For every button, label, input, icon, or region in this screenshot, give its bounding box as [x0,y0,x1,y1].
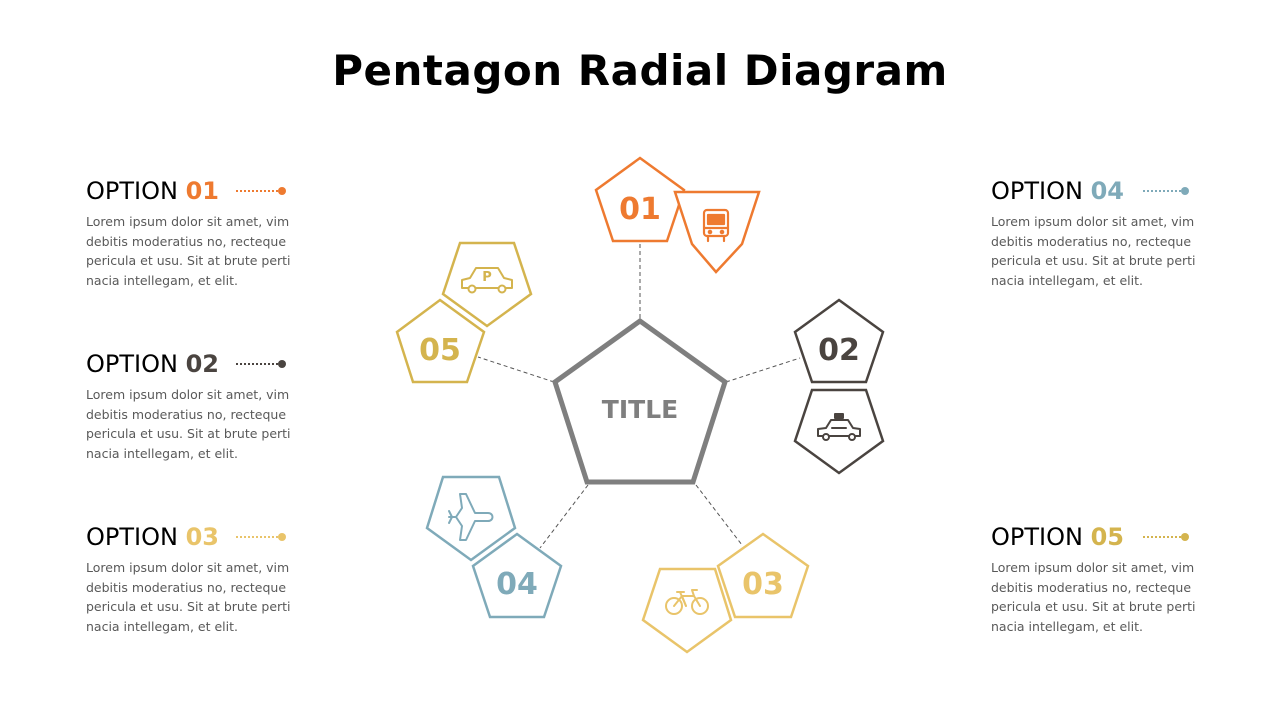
node-03-pentagon [716,532,810,619]
node-05-pentagon [395,298,486,384]
node-04-number: 04 [496,567,538,602]
option-04-heading: OPTION 04 [991,176,1201,206]
option-03-number: 03 [185,523,219,551]
option-02-text: Lorem ipsum dolor sit amet, vim debitis … [86,387,291,461]
bus-icon [702,208,730,243]
page-title: Pentagon Radial Diagram [332,46,948,95]
node-03-icon-pentagon [641,567,733,654]
option-02-number: 02 [185,350,219,378]
spoke-03 [695,484,743,546]
option-03-word: OPTION [86,523,178,551]
option-01-text: Lorem ipsum dolor sit amet, vim debitis … [86,214,291,288]
center-pentagon [552,317,728,485]
option-04: OPTION 04 Lorem ipsum dolor sit amet, vi… [991,176,1201,292]
node-01-pentagon [594,156,686,243]
node-05-icon-pentagon [441,241,533,328]
spoke-04 [539,484,589,549]
option-05-heading: OPTION 05 [991,522,1201,552]
option-03-heading: OPTION 03 [86,522,296,552]
svg-text:P: P [482,270,492,285]
node-02-number: 02 [818,333,860,368]
option-04-word: OPTION [991,177,1083,205]
option-05: OPTION 05 Lorem ipsum dolor sit amet, vi… [991,522,1201,638]
airplane-icon [448,493,494,541]
option-03-connector [236,533,286,541]
option-05-word: OPTION [991,523,1083,551]
node-01: 01 [594,156,761,274]
option-02: OPTION 02 Lorem ipsum dolor sit amet, vi… [86,349,296,465]
node-04: 04 [425,475,563,619]
spoke-05 [477,356,555,383]
node-02-icon-pentagon [793,388,885,475]
option-01-connector [236,187,286,195]
option-04-text: Lorem ipsum dolor sit amet, vim debitis … [991,214,1196,288]
option-05-text: Lorem ipsum dolor sit amet, vim debitis … [991,560,1196,634]
option-01-number: 01 [185,177,219,205]
option-01: OPTION 01 Lorem ipsum dolor sit amet, vi… [86,176,296,292]
option-01-word: OPTION [86,177,178,205]
node-03: 03 [641,532,810,654]
node-05-number: 05 [419,333,461,368]
option-01-heading: OPTION 01 [86,176,296,206]
option-02-word: OPTION [86,350,178,378]
option-05-connector [1143,533,1189,541]
node-05: 05 P [395,241,533,384]
spokes [477,242,801,549]
option-02-connector [236,360,286,368]
node-02: 02 [793,298,885,475]
node-03-number: 03 [742,567,784,602]
option-03: OPTION 03 Lorem ipsum dolor sit amet, vi… [86,522,296,638]
option-05-number: 05 [1090,523,1124,551]
node-04-icon-pentagon [425,475,517,562]
bicycle-icon [665,589,709,615]
option-02-heading: OPTION 02 [86,349,296,379]
spoke-02 [725,357,801,383]
option-04-number: 04 [1090,177,1124,205]
center-label: TITLE [602,395,678,424]
node-01-number: 01 [619,192,661,227]
node-01-icon-pentagon [673,190,761,274]
option-04-connector [1143,187,1189,195]
node-02-pentagon [793,298,885,384]
node-04-pentagon [471,532,563,619]
option-03-text: Lorem ipsum dolor sit amet, vim debitis … [86,560,291,634]
parking-car-icon: P [461,267,513,294]
taxi-icon [817,413,861,441]
